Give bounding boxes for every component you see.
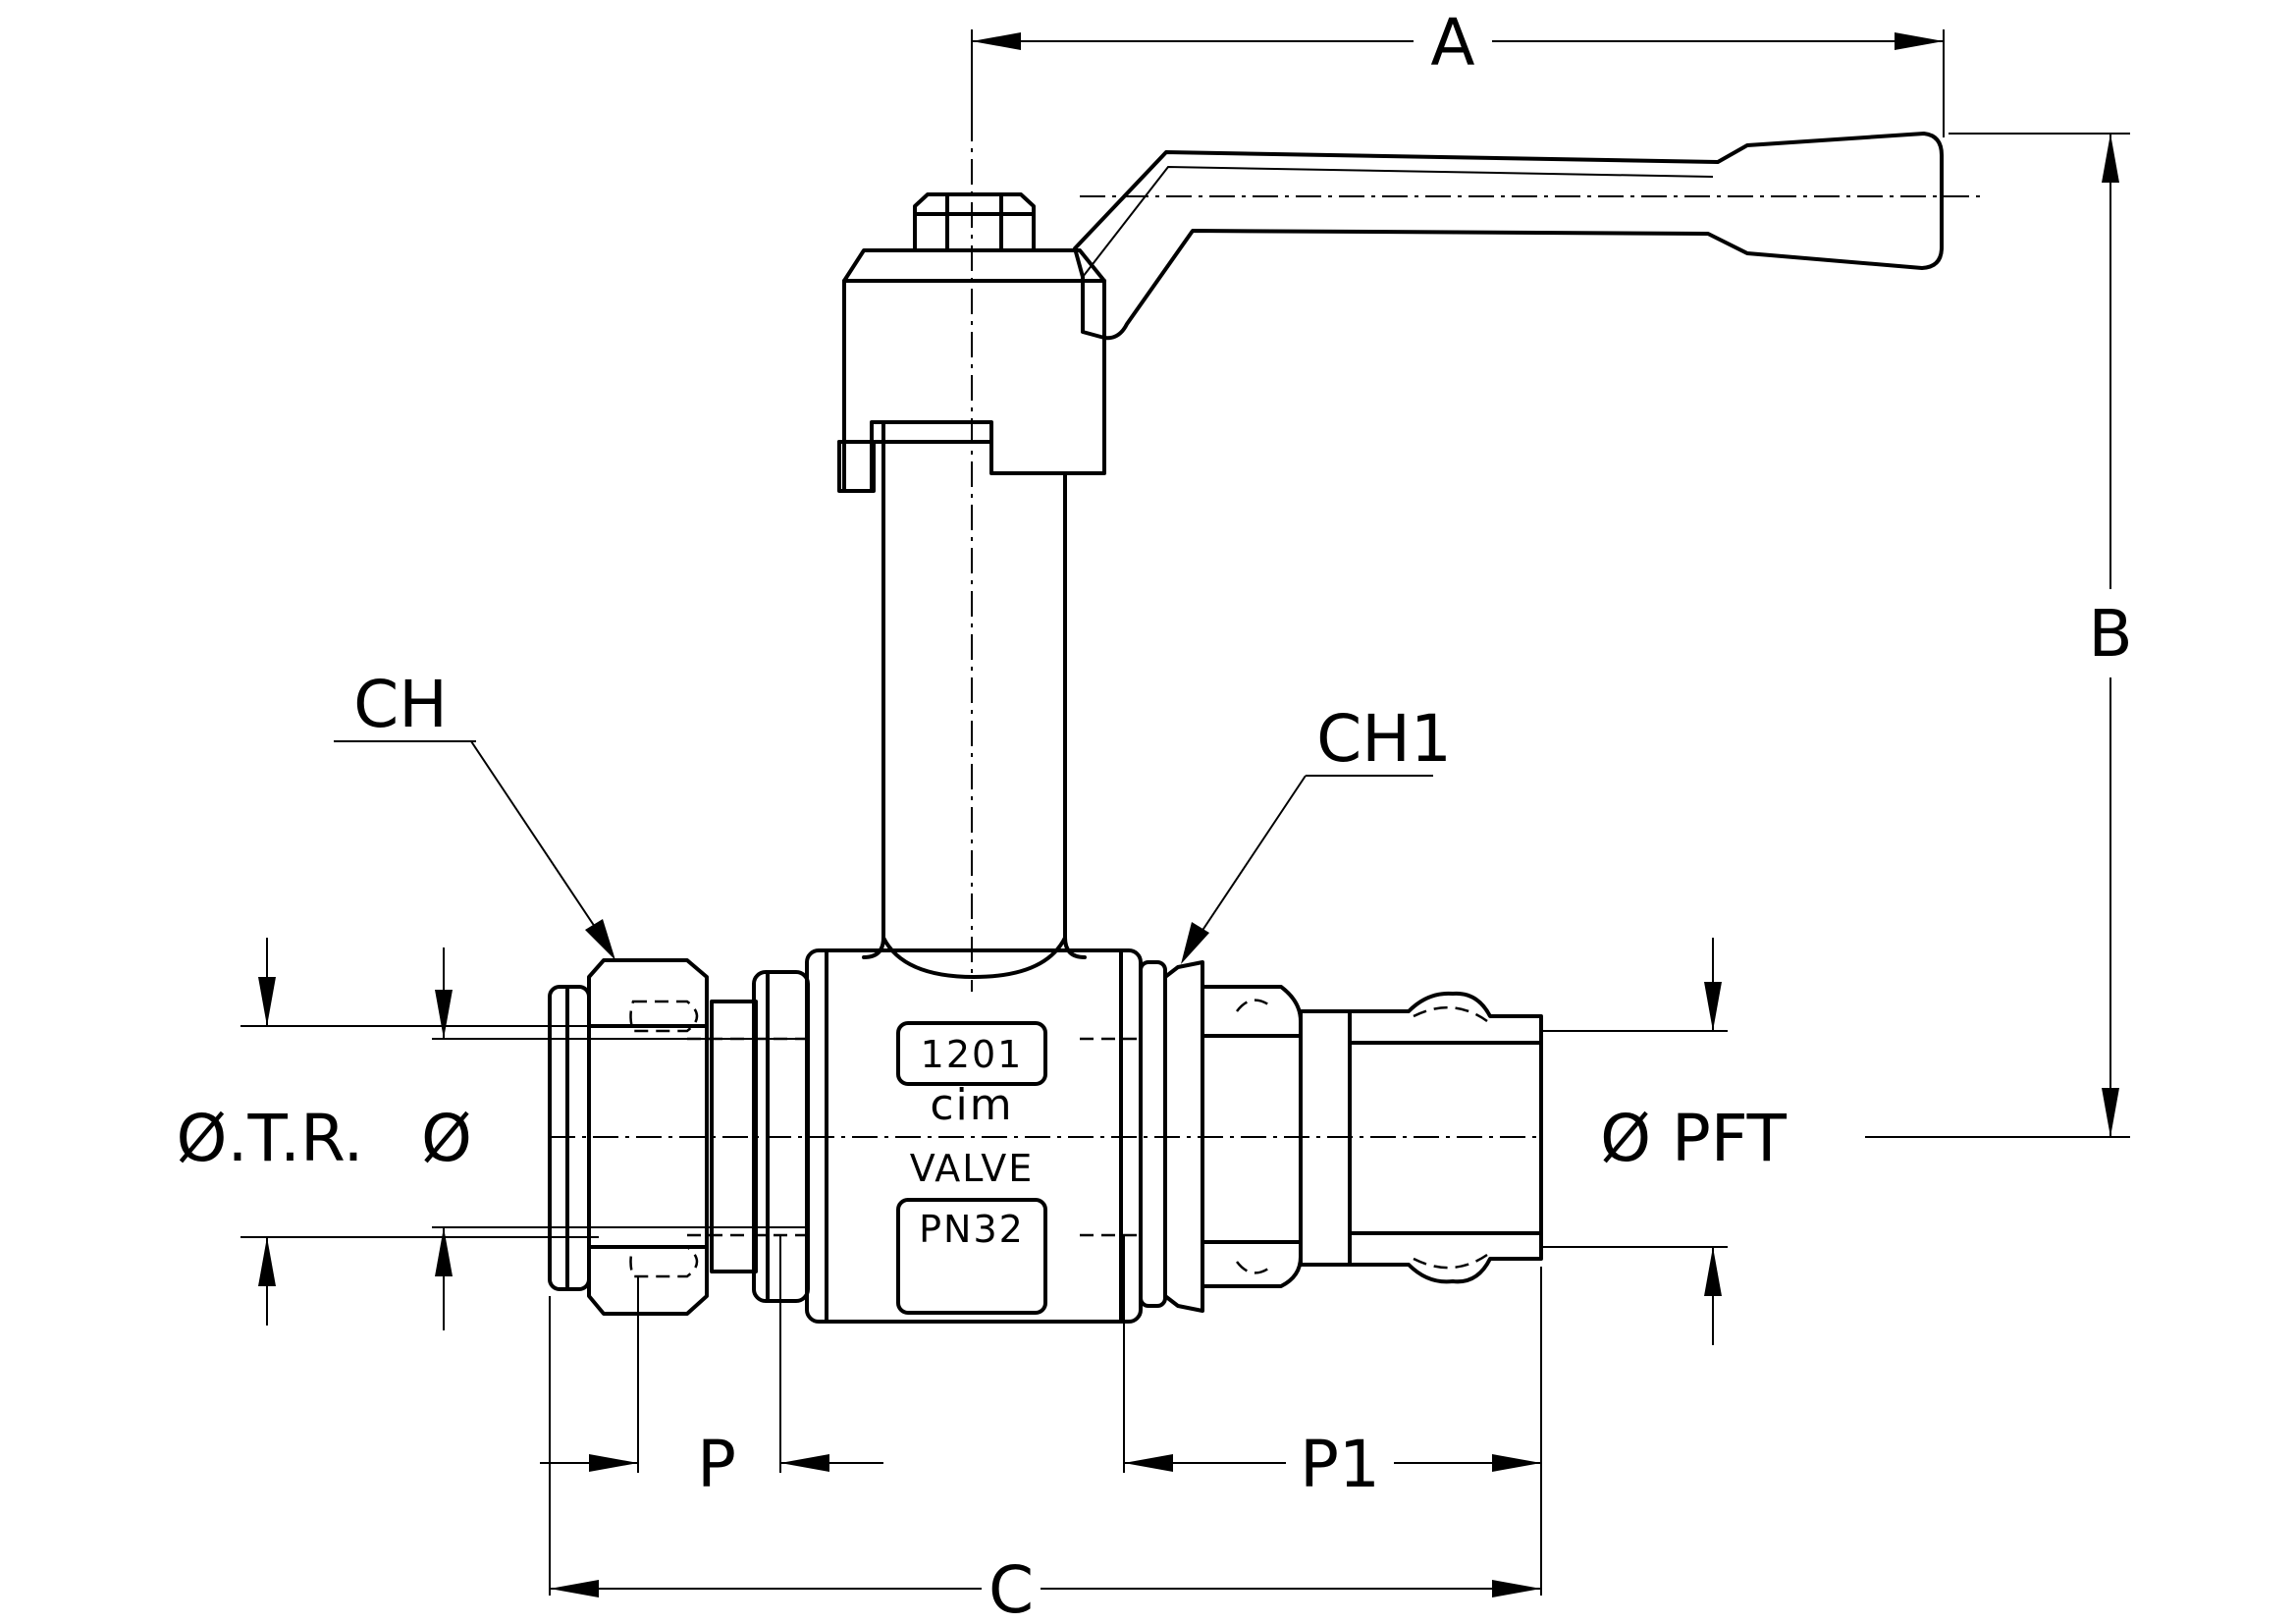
marking-1201: 1201 xyxy=(921,1033,1024,1076)
label-a: A xyxy=(1430,5,1474,81)
label-pft-diameter: Ø PFT xyxy=(1600,1101,1788,1176)
valve-drawing: 1201 cim VALVE PN32 xyxy=(548,132,1944,1324)
dimension-b: B xyxy=(1865,133,2133,1138)
dimension-annotations: A B C P xyxy=(177,5,2133,1624)
marking-valve: VALVE xyxy=(910,1147,1035,1190)
label-c: C xyxy=(988,1552,1034,1624)
lever-handle xyxy=(1073,132,1944,341)
label-b: B xyxy=(2088,596,2132,672)
dimension-p: P xyxy=(540,1235,883,1502)
left-compression-fitting xyxy=(548,958,810,1316)
label-ch1: CH1 xyxy=(1316,701,1452,777)
marking-cim-logo: cim xyxy=(930,1080,1013,1130)
label-p: P xyxy=(697,1427,736,1502)
dimension-ch1: CH1 xyxy=(1181,701,1452,964)
center-lines xyxy=(550,29,1983,1138)
top-nut xyxy=(913,192,1036,252)
dimension-a: A xyxy=(971,5,1945,137)
label-otr-diameter: Ø.T.R. xyxy=(177,1101,364,1176)
dimension-c: C xyxy=(549,1267,1542,1624)
marking-plate-bottom xyxy=(896,1198,1047,1315)
stem xyxy=(862,471,1087,959)
label-p1: P1 xyxy=(1300,1427,1380,1502)
dimension-pft: Ø PFT xyxy=(1541,938,1788,1345)
handle-head xyxy=(837,248,1106,493)
dimension-left-diameters: Ø.T.R. Ø xyxy=(177,938,805,1330)
label-diameter: Ø xyxy=(421,1101,472,1176)
valve-body: 1201 cim VALVE PN32 xyxy=(805,936,1143,1324)
label-ch: CH xyxy=(353,667,448,742)
right-press-fitting xyxy=(1080,960,1543,1313)
dimension-ch: CH xyxy=(334,667,615,960)
dimension-p1: P1 xyxy=(1123,1235,1541,1502)
marking-plate-top xyxy=(896,1021,1047,1086)
marking-pn32: PN32 xyxy=(919,1208,1025,1251)
